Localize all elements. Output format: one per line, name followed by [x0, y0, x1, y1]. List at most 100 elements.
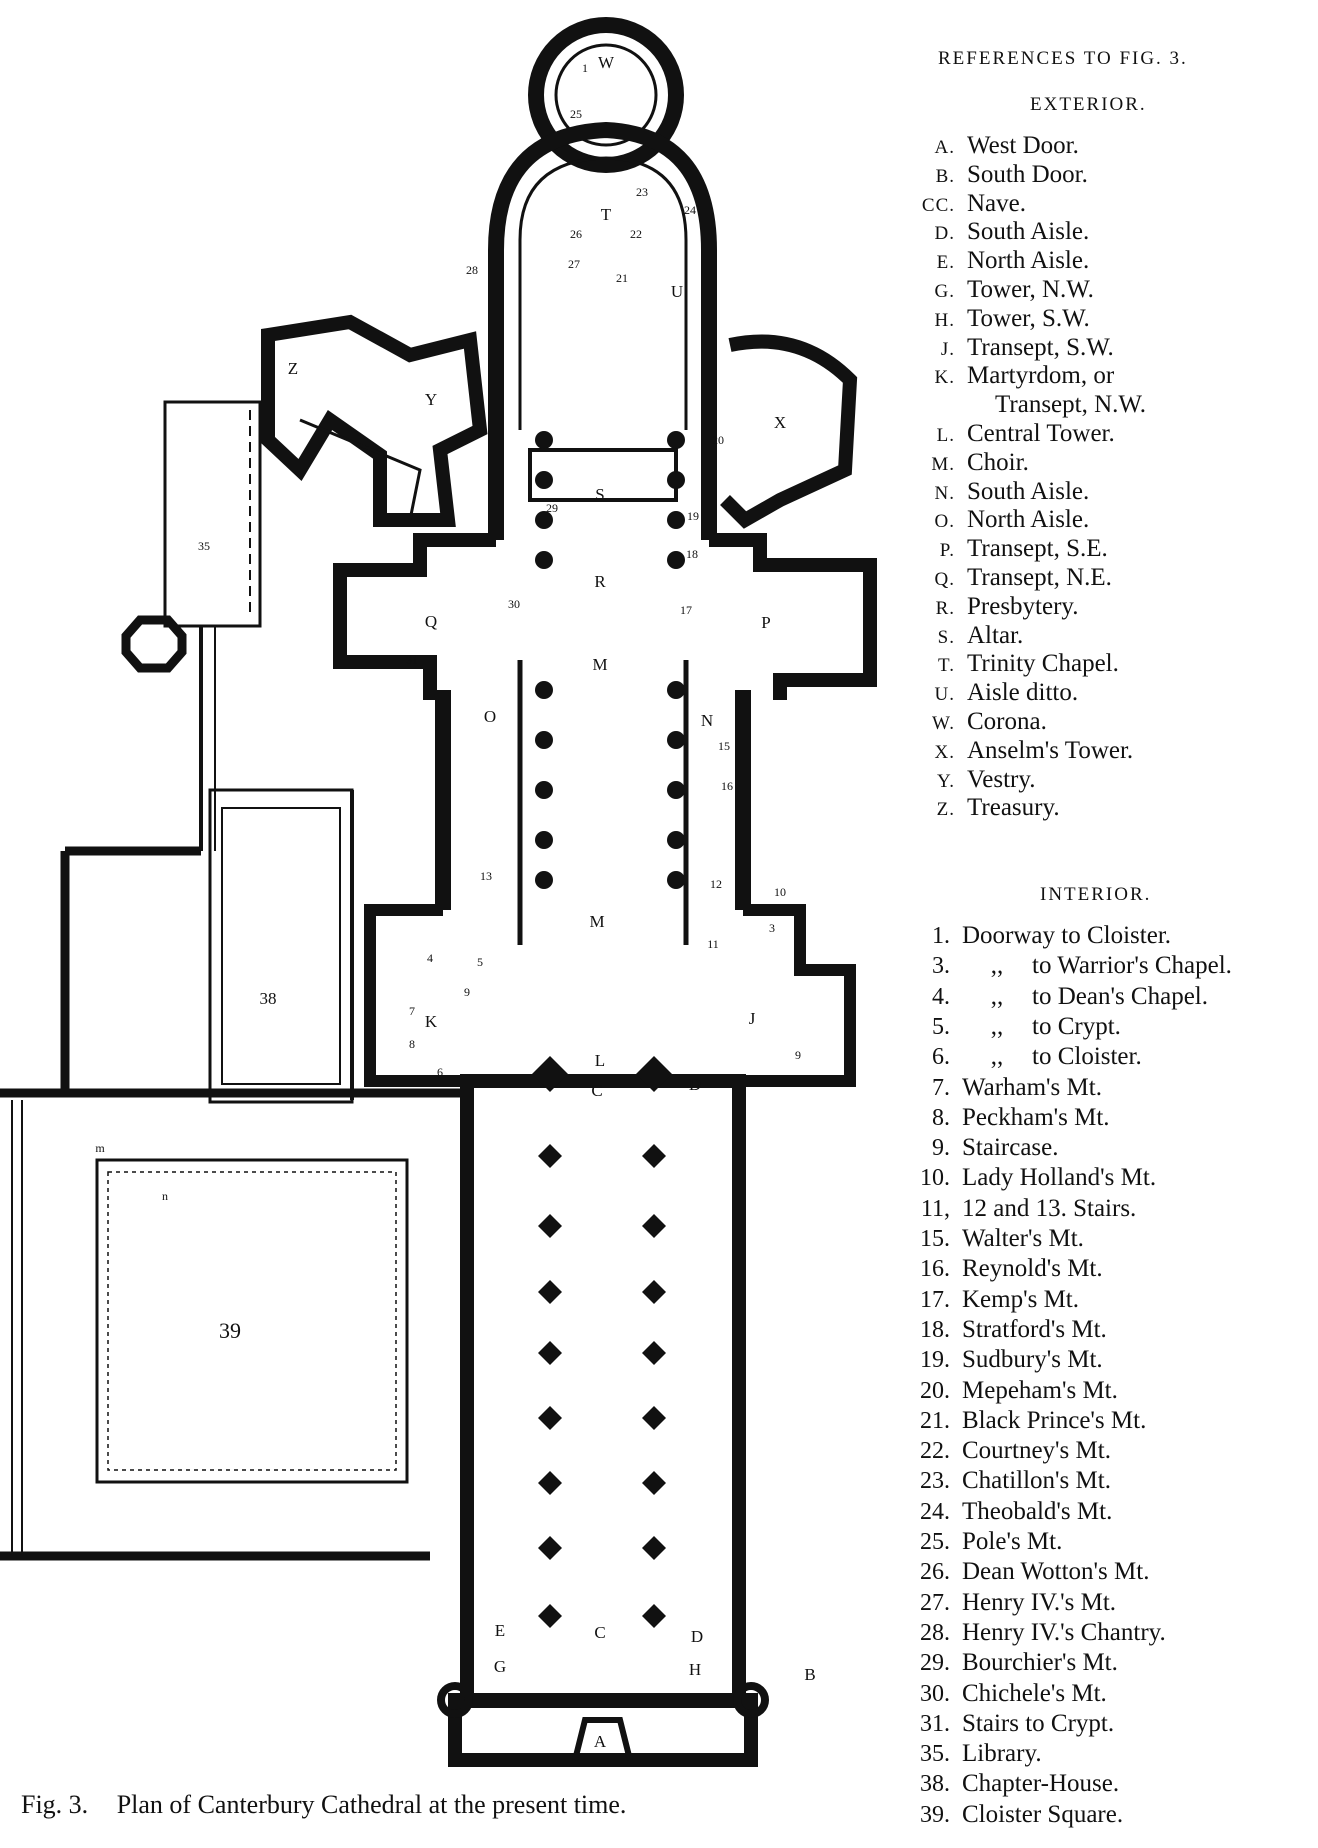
- interior-key: 16.: [920, 1256, 950, 1283]
- exterior-key: U.: [934, 684, 955, 706]
- ditto-mark: ,,: [990, 952, 1004, 980]
- num-24: 24: [684, 203, 696, 217]
- interior-key: 24.: [920, 1498, 950, 1525]
- buttress: [461, 1253, 473, 1267]
- exterior-item: T.Trinity Chapel.: [880, 650, 1119, 679]
- interior-key: 1.: [932, 923, 950, 949]
- exterior-text: South Aisle.: [967, 218, 1090, 246]
- num-16: 16: [721, 779, 733, 793]
- num-20: 20: [712, 433, 724, 447]
- choir-pier: [535, 471, 553, 489]
- exterior-item: R.Presbytery.: [880, 593, 1079, 622]
- corona: [528, 17, 684, 173]
- interior-item: 5.,,to Crypt.: [880, 1013, 1121, 1042]
- interior-text: Kemp's Mt.: [962, 1285, 1080, 1313]
- interior-key: 30.: [920, 1680, 950, 1707]
- exterior-text: North Aisle.: [967, 506, 1090, 534]
- num-18: 18: [686, 547, 698, 561]
- precinct-wall: [0, 846, 470, 1561]
- exterior-item: X.Anselm's Tower.: [880, 736, 1134, 766]
- num-5: 5: [477, 955, 483, 969]
- interior-item: 16.Reynold's Mt.: [880, 1255, 1103, 1284]
- choir-pier: [667, 781, 685, 799]
- exterior-key: Q.: [934, 569, 955, 590]
- interior-item: 30.Chichele's Mt.: [880, 1680, 1107, 1709]
- exterior-text: Nave.: [967, 189, 1026, 217]
- west-transepts: [364, 904, 856, 1087]
- interior-text: Warham's Mt.: [962, 1073, 1102, 1101]
- interior-text: Lady Holland's Mt.: [962, 1164, 1157, 1192]
- exterior-text: West Door.: [967, 132, 1079, 159]
- nave-pier: [642, 1536, 666, 1560]
- exterior-text: Choir.: [967, 448, 1029, 476]
- label-o: O: [484, 707, 496, 726]
- label-c-east: C: [591, 1081, 602, 1100]
- nave-pier: [642, 1604, 666, 1628]
- label-g: G: [494, 1657, 506, 1676]
- interior-key: 17.: [920, 1286, 950, 1313]
- label-d-west: D: [691, 1627, 703, 1646]
- buttress: [461, 1183, 473, 1197]
- buttress: [733, 1183, 745, 1197]
- label-h: H: [689, 1660, 701, 1679]
- nave: [460, 1074, 746, 1708]
- interior-key: 21.: [920, 1407, 950, 1434]
- exterior-text: Trinity Chapel.: [967, 650, 1119, 678]
- exterior-item: K.Martyrdom, or: [880, 362, 1115, 391]
- interior-text: Dean Wotton's Mt.: [962, 1558, 1150, 1586]
- interior-item: 17. Kemp's Mt.: [880, 1286, 1079, 1315]
- exterior-key: W.: [932, 713, 955, 734]
- exterior-key: E.: [936, 252, 955, 274]
- choir-pier: [535, 681, 553, 699]
- choir-pier: [535, 431, 553, 449]
- num-27: 27: [568, 257, 580, 271]
- exterior-text: South Aisle.: [967, 477, 1090, 505]
- interior-key: 9.: [932, 1135, 950, 1162]
- interior-item: 27.Henry IV.'s Mt.: [880, 1589, 1116, 1618]
- interior-key: 15.: [920, 1226, 950, 1252]
- exterior-item-continuation: Transept, N.W.: [995, 391, 1146, 419]
- exterior-text: Anselm's Tower.: [967, 736, 1134, 764]
- num-19: 19: [687, 509, 699, 523]
- interior-key: 27.: [920, 1589, 950, 1616]
- num-6: 6: [437, 1065, 443, 1079]
- interior-text: to Dean's Chapel.: [1032, 982, 1208, 1010]
- exterior-text: Tower, S.W.: [967, 304, 1090, 332]
- exterior-key: P.: [939, 540, 955, 562]
- label-y: Y: [425, 390, 437, 409]
- nave-pier: [642, 1471, 666, 1495]
- label-p: P: [761, 613, 770, 632]
- interior-key: 23.: [920, 1468, 950, 1495]
- exterior-item: G.Tower, N.W.: [880, 276, 1094, 305]
- interior-key: 28.: [920, 1619, 950, 1646]
- nave-pier: [642, 1214, 666, 1238]
- num-26: 26: [570, 227, 582, 241]
- interior-key: 6.: [932, 1044, 950, 1071]
- exterior-key: H.: [934, 309, 955, 331]
- interior-text: Pole's Mt.: [962, 1528, 1063, 1555]
- buttress: [733, 1253, 745, 1267]
- interior-item: 31.Stairs to Crypt.: [880, 1710, 1114, 1739]
- interior-text: Library.: [962, 1740, 1042, 1768]
- num-29: 29: [546, 501, 558, 515]
- buttress: [733, 1463, 745, 1477]
- interior-item: 21.Black Prince's Mt.: [880, 1407, 1146, 1436]
- num-3: 3: [769, 921, 775, 935]
- label-n-cloister: n: [162, 1189, 168, 1203]
- label-m-west: M: [589, 912, 604, 931]
- label-m-cloister: m: [95, 1141, 105, 1155]
- nave-pier: [538, 1406, 562, 1430]
- interior-text: Doorway to Cloister.: [962, 922, 1172, 949]
- num-8: 8: [409, 1037, 415, 1051]
- nave-pier: [538, 1214, 562, 1238]
- exterior-item: Y.Vestry.: [880, 766, 1036, 795]
- interior-text: Staircase.: [962, 1134, 1059, 1162]
- interior-item: 38.Chapter-House.: [880, 1770, 1119, 1799]
- interior-text: Stairs to Crypt.: [962, 1709, 1115, 1737]
- num-35: 35: [198, 539, 210, 553]
- interior-item: 11,12 and 13. Stairs.: [880, 1195, 1136, 1224]
- ditto-mark: ,,: [990, 1043, 1004, 1071]
- num-1: 1: [582, 61, 588, 75]
- label-k: K: [425, 1012, 438, 1031]
- interior-key: 20.: [920, 1377, 950, 1404]
